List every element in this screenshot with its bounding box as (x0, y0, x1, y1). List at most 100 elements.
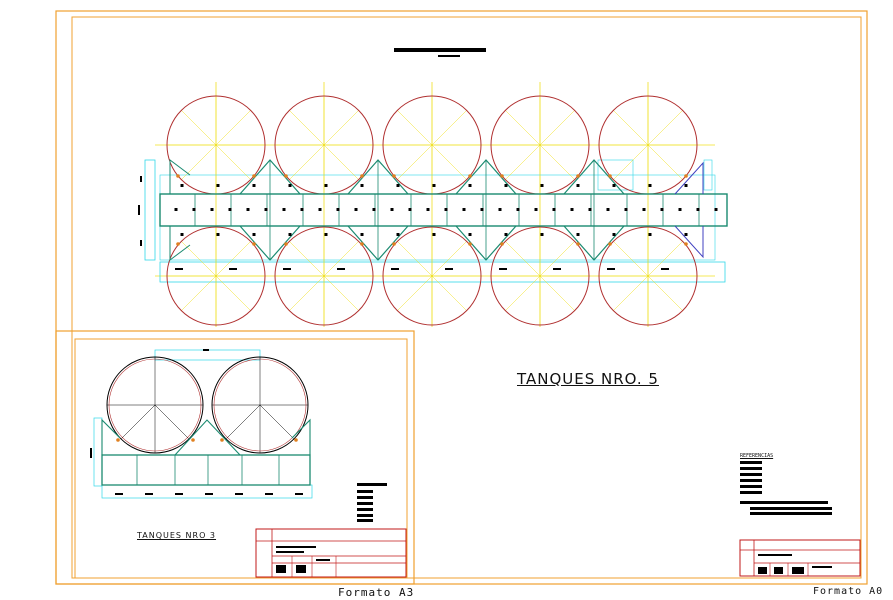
a3-legend (357, 483, 387, 522)
column-marker (216, 233, 220, 236)
tank-circle (490, 226, 590, 326)
column-marker (216, 184, 220, 187)
dimension-mark (391, 268, 399, 270)
column-marker (336, 208, 340, 211)
column-marker (246, 208, 250, 211)
column-marker (252, 184, 256, 187)
column-marker (174, 208, 178, 211)
tank-radial-line (397, 241, 433, 277)
frame-tooth (674, 225, 704, 259)
tank-circle (108, 358, 202, 452)
a0-inner-border (71, 16, 862, 579)
tank-radial-line (181, 110, 217, 146)
column-marker (570, 208, 574, 211)
tangent-node (500, 174, 504, 178)
tank-radial-line (505, 275, 541, 311)
tank-radial-line (181, 144, 217, 180)
dimension-mark (138, 205, 140, 215)
dimension-mark (140, 176, 142, 182)
tangent-node (294, 438, 298, 442)
dimension-mark (499, 268, 507, 270)
tank-radial-line (181, 241, 217, 277)
tank-radial-line (647, 144, 683, 180)
column-marker (408, 208, 412, 211)
column-marker (612, 233, 616, 236)
tangent-node (252, 174, 256, 178)
column-marker (516, 208, 520, 211)
tangent-node (500, 242, 504, 246)
tangent-node (392, 174, 396, 178)
tangent-node (284, 174, 288, 178)
column-marker (540, 233, 544, 236)
tank-radial-line (505, 110, 541, 146)
tank-radial-line (505, 144, 541, 180)
dimension-mark (283, 268, 291, 270)
dimension-mark (205, 493, 213, 495)
column-marker (396, 184, 400, 187)
tangent-node (360, 174, 364, 178)
tank-radial-line (323, 110, 359, 146)
main-title: TANQUES NRO. 5 (517, 370, 659, 388)
dimension-mark (203, 349, 209, 351)
a3-title-block (255, 528, 407, 578)
frame-tooth (174, 419, 241, 456)
references-header: REFERENCIAS (740, 453, 774, 459)
tangent-node (220, 438, 224, 442)
tank-radial-line (613, 275, 649, 311)
column-marker (540, 184, 544, 187)
main-frame (159, 193, 728, 227)
column-marker (288, 184, 292, 187)
cyan-frame (703, 159, 713, 191)
dimension-mark (140, 240, 142, 246)
tank-radial-line (215, 275, 251, 311)
tangent-node (116, 438, 120, 442)
cyan-frame (597, 159, 634, 191)
dimension-mark (553, 268, 561, 270)
tank-radial-line (397, 110, 433, 146)
column-marker (576, 184, 580, 187)
tank-circle (211, 356, 309, 454)
tank-radial-line (397, 144, 433, 180)
tangent-node (284, 242, 288, 246)
column-marker (684, 184, 688, 187)
tank-radial-line (289, 275, 325, 311)
tangent-node (176, 174, 180, 178)
frame-tooth (674, 161, 704, 195)
tangent-node (684, 242, 688, 246)
tangent-node (684, 174, 688, 178)
column-marker (606, 208, 610, 211)
a3-inner-border (74, 338, 408, 579)
column-marker (264, 208, 268, 211)
tank-radial-line (289, 144, 325, 180)
frame-tooth (169, 226, 191, 261)
tank-circle (274, 226, 374, 326)
tank-radial-line (323, 144, 359, 180)
tank-radial-line (215, 144, 251, 180)
cyan-frame (93, 417, 103, 487)
column-marker (252, 233, 256, 236)
dimension-mark (445, 268, 453, 270)
column-marker (444, 208, 448, 211)
tank-radial-line (289, 110, 325, 146)
tank-radial-line (323, 241, 359, 277)
dimension-mark (607, 268, 615, 270)
column-marker (588, 208, 592, 211)
column-marker (624, 208, 628, 211)
main-tank-plan (138, 82, 728, 327)
tank-radial-line (397, 275, 433, 311)
tank-radial-line (613, 110, 649, 146)
tank-radial-line (431, 110, 467, 146)
detail-title: TANQUES NRO 3 (137, 531, 217, 540)
column-marker (288, 233, 292, 236)
column-marker (210, 208, 214, 211)
cyan-frame (101, 484, 313, 499)
format-a3-label: Formato A3 (338, 586, 415, 599)
column-marker (300, 208, 304, 211)
column-marker (504, 233, 508, 236)
tangent-node (468, 174, 472, 178)
tank-radial-line (613, 241, 649, 277)
tank-radial-line (539, 275, 575, 311)
column-marker (228, 208, 232, 211)
format-a0-label: Formato A0 (813, 586, 884, 597)
